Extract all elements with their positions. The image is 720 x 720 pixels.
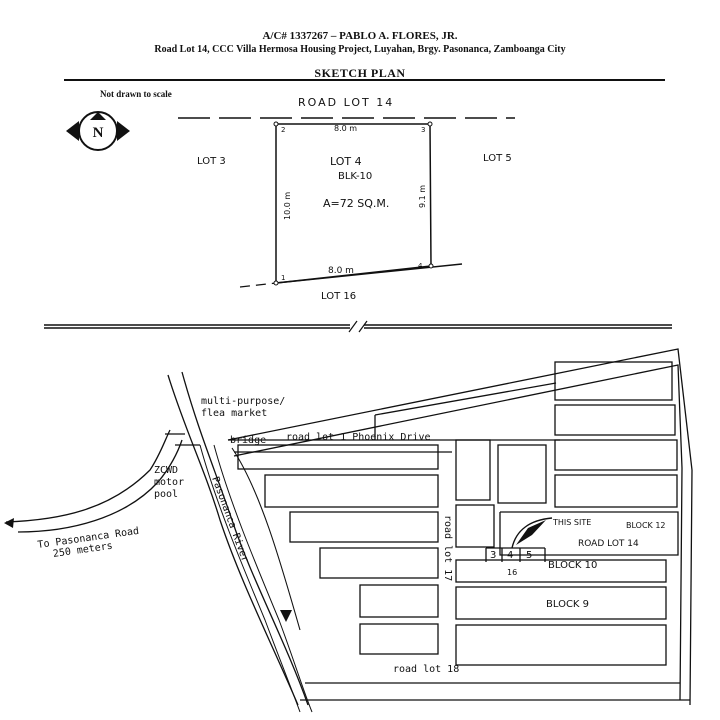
address-line: Road Lot 14, CCC Villa Hermosa Housing P… — [154, 44, 566, 55]
zcwd-line3: pool — [154, 489, 178, 500]
pasonanca-road-label: To Pasonanca Road 250 meters — [37, 525, 147, 562]
lot-16-line — [275, 263, 463, 284]
dim-right: 9.1 m — [418, 185, 427, 208]
river-flow-arrow-icon — [280, 610, 292, 622]
river-label: Pasonanca River — [209, 475, 250, 564]
corner-4: 4 — [418, 262, 423, 270]
road-lot-14-label: ROAD LOT 14 — [298, 96, 394, 109]
block-name: BLK-10 — [338, 171, 372, 182]
map-lot-3: 3 — [490, 550, 496, 561]
block-10-label: BLOCK 10 — [548, 560, 597, 571]
corner-2: 2 — [281, 126, 285, 134]
bridge-label: bridge — [230, 435, 266, 446]
block-12-label: BLOCK 12 — [626, 521, 666, 530]
north-arrow-icon: N — [66, 111, 130, 151]
market-label-line2: flea market — [201, 408, 267, 419]
dim-bottom: 8.0 m — [328, 266, 354, 276]
road-lot-17-label: road lot 17 — [442, 515, 453, 581]
dim-left: 10.0 m — [283, 192, 292, 220]
road-lot-1-label: road lot 1 Phoenix Drive — [286, 432, 431, 443]
location-map — [5, 348, 693, 713]
scale-note: Not drawn to scale — [100, 89, 172, 99]
this-site-arrow-icon — [516, 520, 546, 545]
lot-name: LOT 4 — [330, 155, 362, 168]
road-lot-18-label: road lot 18 — [393, 664, 459, 675]
this-site-label: THIS SITE — [552, 518, 591, 527]
lot-16-line-ext — [239, 282, 277, 288]
lot-16-label: LOT 16 — [321, 291, 356, 302]
account-line: A/C# 1337267 – PABLO A. FLORES, JR. — [262, 30, 458, 42]
market-label: multi-purpose/ flea market — [201, 396, 291, 419]
zcwd-line1: ZCWD — [154, 465, 178, 476]
pasonanca-road-arrow-icon — [4, 518, 14, 528]
lot-3-label: LOT 3 — [197, 156, 226, 167]
map-road-lot-14-label: ROAD LOT 14 — [578, 539, 639, 549]
section-divider — [44, 320, 672, 333]
dim-top: 8.0 m — [334, 124, 357, 133]
corner-3: 3 — [421, 126, 425, 134]
sketch-plan-title: SKETCH PLAN — [314, 66, 406, 80]
market-label-line1: multi-purpose/ — [201, 396, 285, 407]
zcwd-label: ZCWD motor pool — [154, 465, 190, 500]
lot-area: A=72 SQ.M. — [323, 197, 389, 210]
map-lot-5: 5 — [526, 550, 532, 561]
map-lot-16: 16 — [507, 568, 517, 577]
this-site-pointer — [511, 517, 553, 549]
lot-5-label: LOT 5 — [483, 153, 512, 164]
block-9-label: BLOCK 9 — [546, 599, 589, 610]
corner-1: 1 — [281, 274, 285, 282]
north-letter: N — [93, 125, 104, 141]
map-lot-4: 4 — [507, 550, 513, 561]
zcwd-line2: motor — [154, 477, 184, 488]
